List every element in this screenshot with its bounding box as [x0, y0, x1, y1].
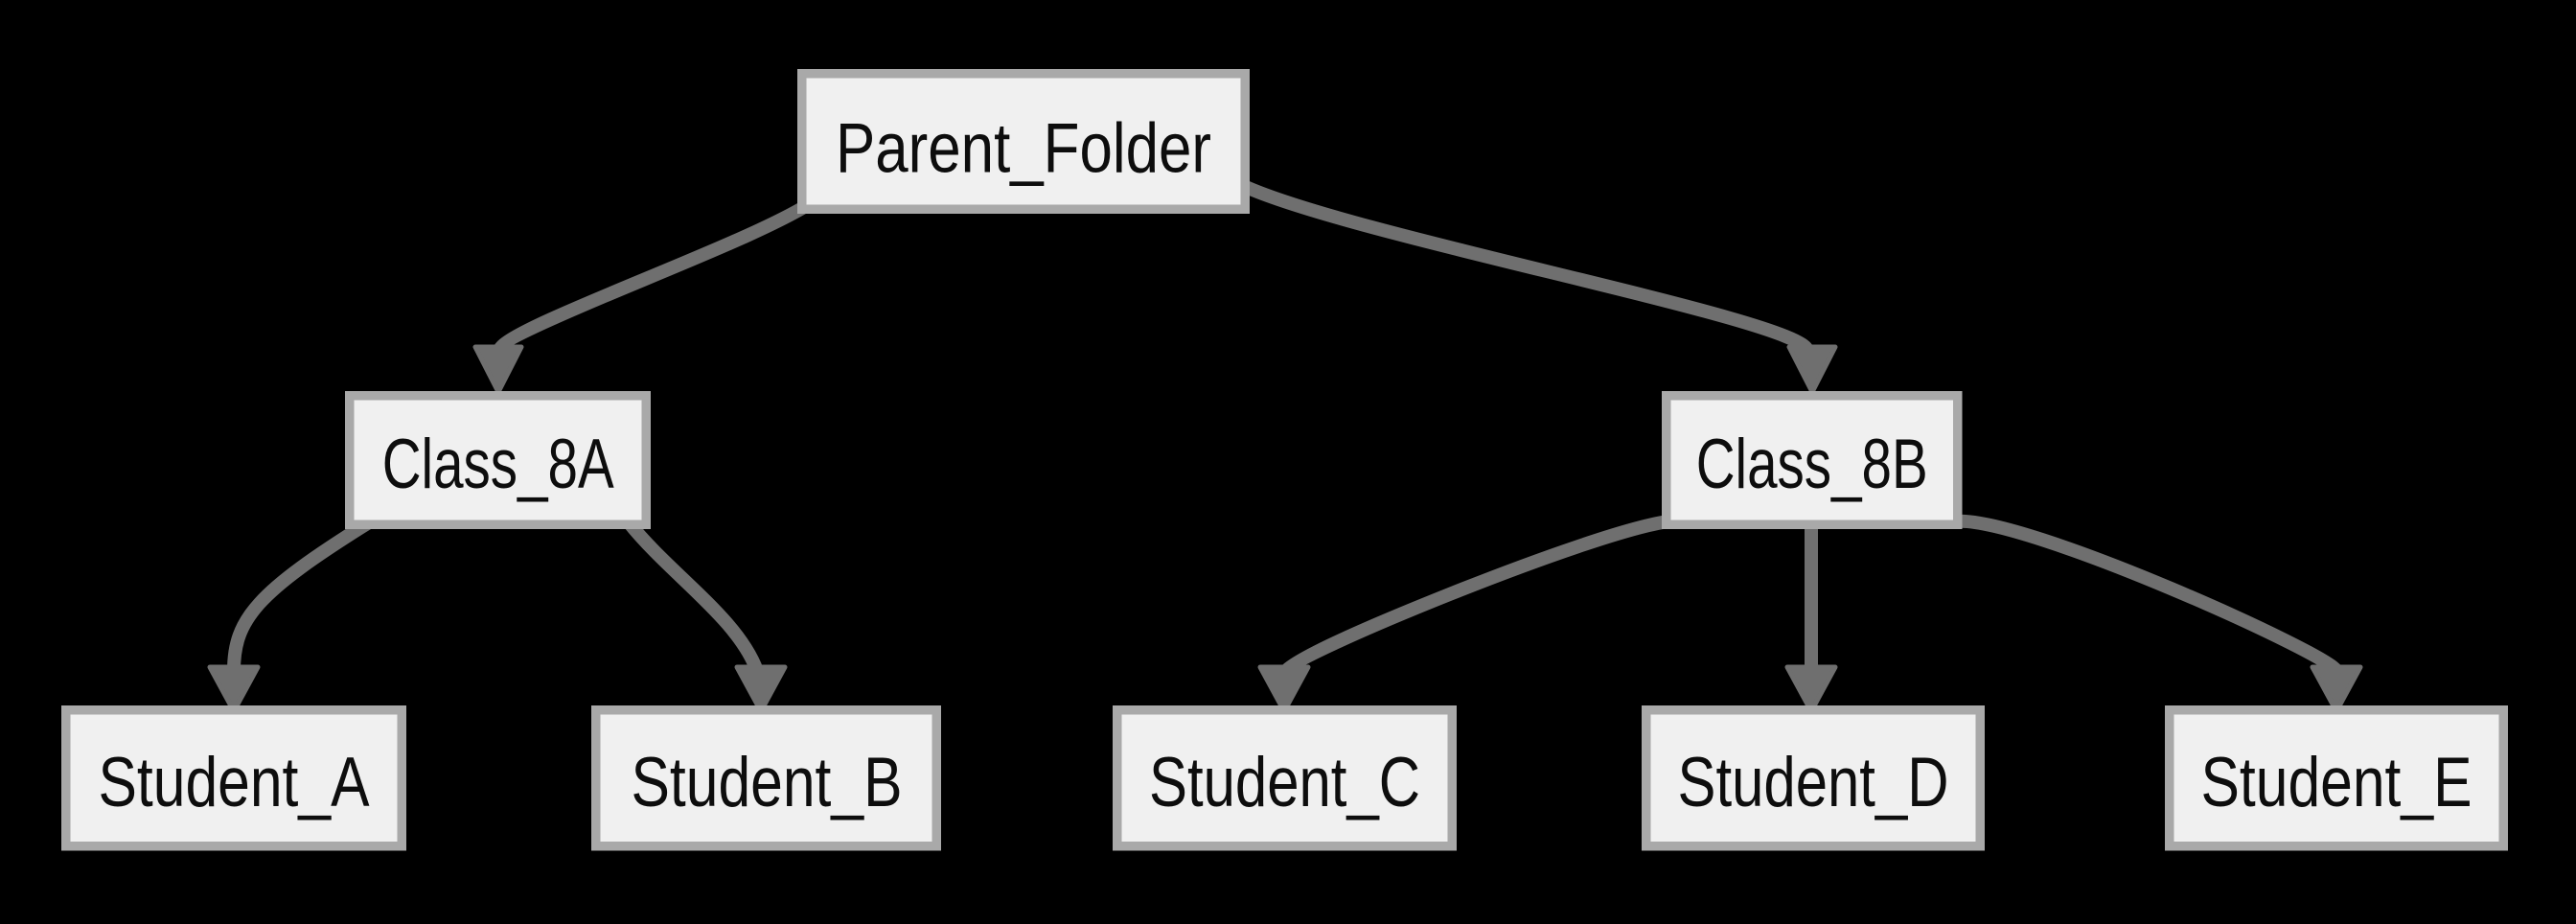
svg-text:Student_D: Student_D: [1678, 744, 1949, 821]
svg-text:Parent_Folder: Parent_Folder: [836, 110, 1211, 188]
svg-text:Class_8A: Class_8A: [382, 426, 614, 503]
svg-text:Student_E: Student_E: [2201, 744, 2472, 821]
svg-text:Class_8B: Class_8B: [1696, 426, 1928, 503]
svg-text:Student_A: Student_A: [99, 744, 370, 821]
svg-text:Student_B: Student_B: [632, 744, 903, 821]
svg-text:Student_C: Student_C: [1149, 744, 1420, 821]
